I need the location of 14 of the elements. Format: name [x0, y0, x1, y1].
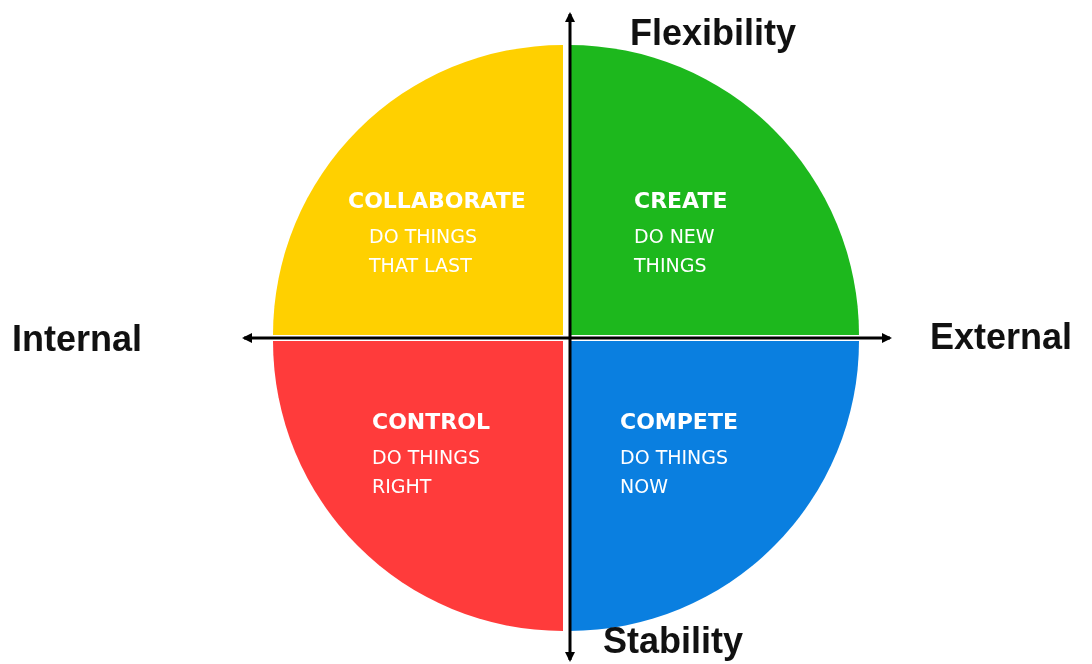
axis-label: External — [930, 316, 1073, 358]
quadrant-title: COLLABORATE — [348, 188, 526, 213]
quadrant-description: DO THINGS NOW — [620, 445, 730, 499]
quadrant-title: COMPETE — [620, 409, 738, 434]
quadrant-segment — [273, 45, 563, 335]
quadrant-description: DO NEW THINGS — [634, 224, 716, 278]
quadrant-title: CONTROL — [372, 409, 490, 434]
axis-label: Internal — [12, 318, 143, 360]
quadrant-title: CREATE — [634, 188, 728, 213]
axis-label: Flexibility — [630, 12, 797, 54]
quadrant-segment — [273, 341, 563, 631]
axis-label: Stability — [603, 620, 744, 662]
quadrant-description: DO THINGS THAT LAST — [369, 224, 479, 278]
quadrant-description: DO THINGS RIGHT — [372, 445, 482, 499]
